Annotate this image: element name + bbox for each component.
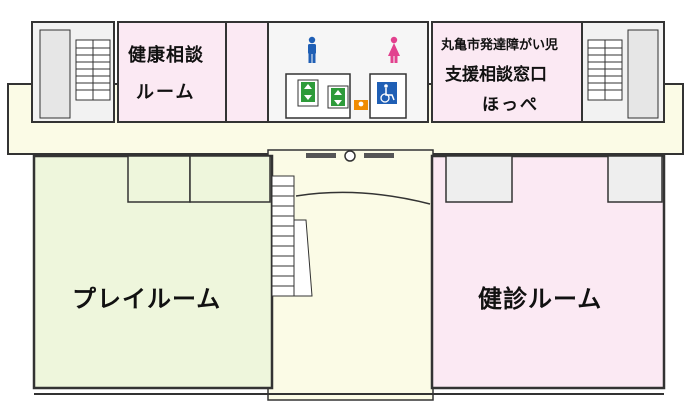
man-icon xyxy=(308,36,316,63)
accessible-toilet-room xyxy=(369,73,407,119)
checkup-room-label: 健診ルーム xyxy=(478,285,603,313)
child-support-label-line3: ほっぺ xyxy=(482,95,539,115)
elevator-icon xyxy=(331,88,345,106)
stair-treads-right xyxy=(587,39,623,101)
child-support-label-line2: 支援相談窓口 xyxy=(445,65,547,85)
health-consultation-room[interactable] xyxy=(117,21,227,123)
corridor-bench-left xyxy=(306,153,336,158)
lobby-curve xyxy=(295,191,431,205)
playroom-label: プレイルーム xyxy=(72,285,222,313)
checkup-annex xyxy=(445,155,513,203)
health-consultation-label-line2: ルーム xyxy=(136,82,196,103)
ostomate-icon xyxy=(354,100,368,110)
playroom-cabinet xyxy=(189,155,271,203)
wheelchair-icon xyxy=(377,82,397,104)
elevator-icon xyxy=(301,82,315,102)
health-consultation-label: 健康相談 xyxy=(128,45,204,66)
child-support-label: 丸亀市発達障がい児 xyxy=(441,38,559,53)
child-support-room[interactable] xyxy=(431,21,583,123)
health-consultation-annex xyxy=(225,21,269,123)
checkup-closet xyxy=(607,155,663,203)
stair-treads-left xyxy=(75,39,111,101)
central-staircase xyxy=(271,175,313,297)
corridor-bench-right xyxy=(364,153,394,158)
woman-icon xyxy=(388,36,400,63)
corridor-pillar xyxy=(344,150,356,162)
playroom-storage xyxy=(127,155,191,203)
